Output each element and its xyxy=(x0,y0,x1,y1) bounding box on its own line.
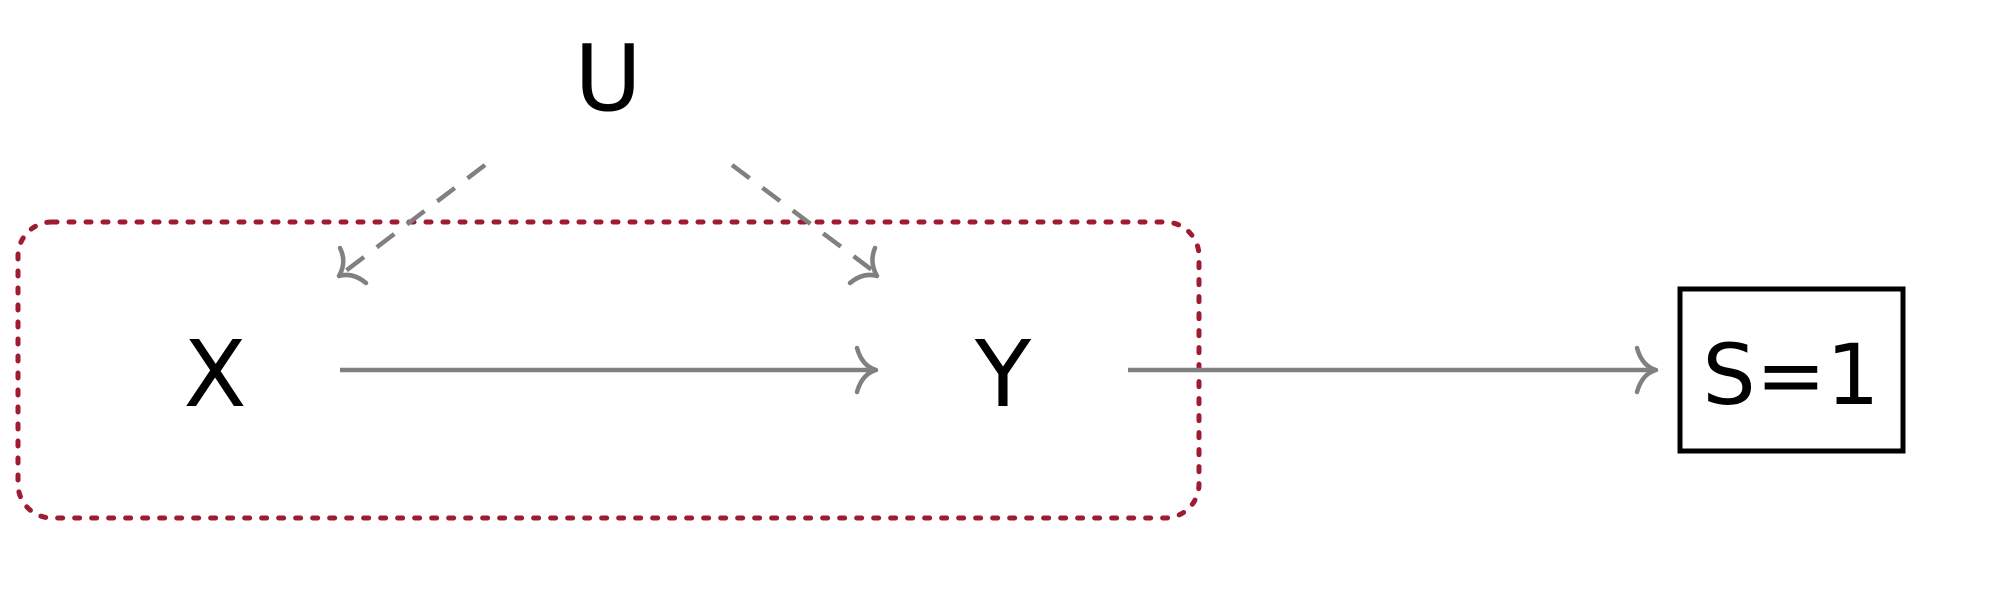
arrowhead-icon xyxy=(854,345,879,395)
edge-u-to-x xyxy=(336,163,487,286)
node-u-label: U xyxy=(574,25,641,132)
node-s-label: S=1 xyxy=(1702,326,1879,424)
node-s-box xyxy=(1677,286,1906,454)
edge-y-to-s xyxy=(1128,345,1659,395)
arrowhead-icon xyxy=(336,245,369,286)
edge-u-to-y xyxy=(730,163,880,286)
node-x-label: X xyxy=(183,321,246,428)
node-s: S=1 xyxy=(1677,286,1906,454)
node-y-label: Y xyxy=(974,321,1032,428)
arrowhead-icon xyxy=(847,245,880,286)
edge-x-to-y xyxy=(340,345,879,395)
arrowhead-icon xyxy=(1634,345,1659,395)
